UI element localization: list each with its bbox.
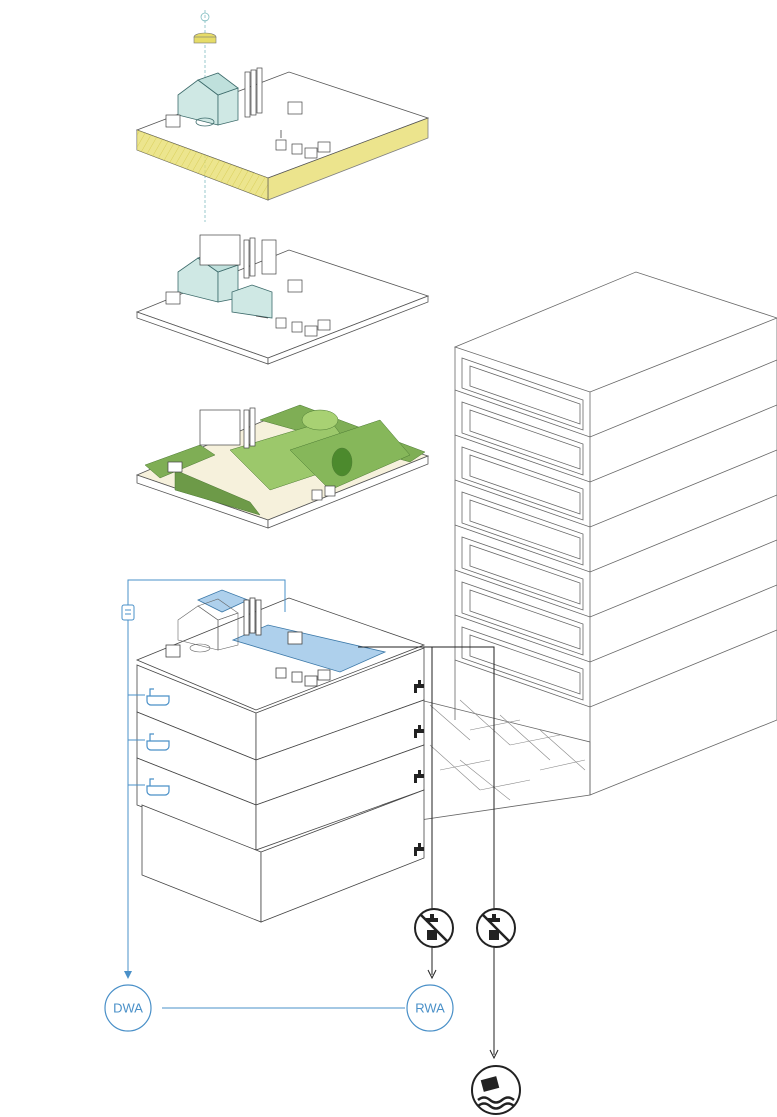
- courtyard-hatching: [429, 699, 586, 801]
- sun-icon: [200, 12, 210, 22]
- planting: [144, 404, 426, 516]
- exploded-level-insulation: [135, 10, 430, 222]
- faucet-icon: [414, 843, 424, 856]
- exploded-level-green-roof: [135, 404, 430, 529]
- bathtub-icon: [146, 778, 170, 796]
- roof-boxes: [165, 101, 331, 159]
- faucet-icon: [414, 725, 424, 738]
- tall-building: [419, 271, 777, 821]
- rwa-node: RWA: [406, 984, 454, 1032]
- no-drinking-water-icon: [414, 908, 454, 948]
- rwa-label: RWA: [415, 1001, 445, 1016]
- bathtub-icon: [146, 688, 170, 706]
- dwa-label: DWA: [113, 1001, 143, 1016]
- faucet-icon: [414, 680, 424, 693]
- tall-building-floors: [454, 357, 777, 708]
- no-drinking-water-icon: [476, 908, 516, 948]
- bathtub-icon: [146, 733, 170, 751]
- water-discharge-icon: [471, 1065, 521, 1115]
- drinking-water-piping: [124, 579, 405, 1009]
- faucet-icon: [414, 770, 424, 783]
- rain-barrel-icon: [121, 604, 135, 621]
- greenhouse: [177, 72, 239, 127]
- chimney-stack: [244, 67, 263, 118]
- dwa-node: DWA: [104, 984, 152, 1032]
- main-building: [135, 589, 426, 923]
- exploded-level-greenhouse: [135, 234, 430, 365]
